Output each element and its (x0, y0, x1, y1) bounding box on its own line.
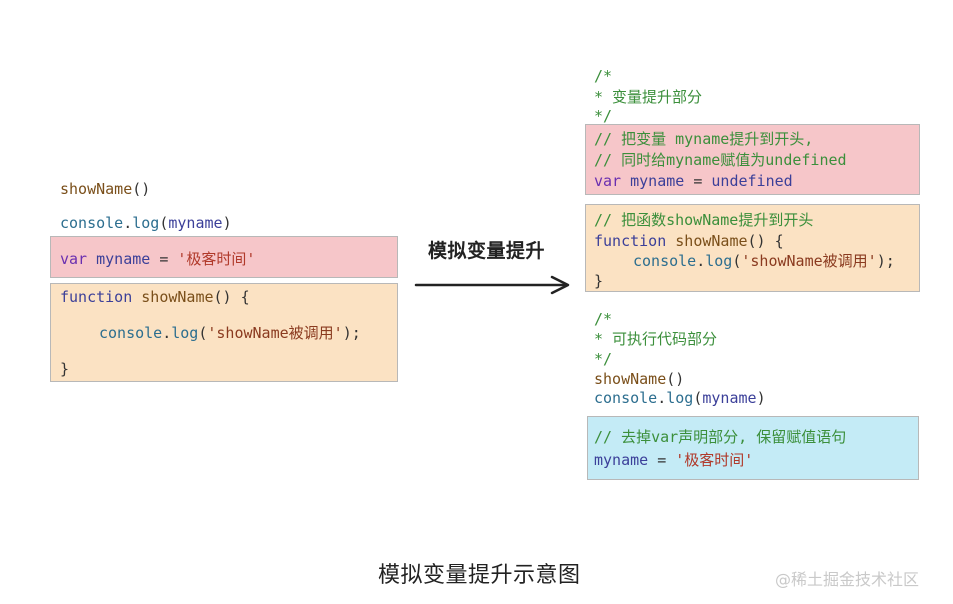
open-paren: ( (732, 252, 742, 270)
open-paren: ( (693, 389, 703, 407)
hoist-comment-text: * 变量提升部分 (594, 88, 703, 106)
parens: () (666, 370, 685, 388)
log-fn: log (666, 389, 694, 407)
function-sig: () { (747, 232, 784, 250)
right-arrow-icon (414, 275, 570, 295)
watermark: @稀土掘金技术社区 (775, 570, 920, 589)
function-hoist-comment: // 把函数showName提升到开头 (594, 211, 814, 229)
right-call-showname: showName() (594, 370, 684, 389)
left-function-box (50, 283, 398, 382)
dot: . (123, 214, 133, 232)
log-string: 'showName被调用' (741, 252, 877, 270)
log-string: 'showName被调用' (207, 324, 343, 342)
console-obj: console (594, 389, 658, 407)
right-function-body: console.log('showName被调用'); (633, 252, 895, 271)
left-function-header: function showName() { (60, 288, 250, 307)
exec-comment-close: */ (594, 350, 613, 368)
figure-caption: 模拟变量提升示意图 (378, 563, 581, 588)
var-keyword: var (594, 172, 622, 190)
function-name: showName (675, 232, 748, 250)
dot: . (696, 252, 706, 270)
open-paren: ( (198, 324, 208, 342)
equals: = (693, 172, 703, 190)
left-var-box (50, 236, 398, 278)
open-paren: ( (159, 214, 169, 232)
close-brace: } (60, 360, 70, 378)
var-name: myname (96, 250, 151, 268)
var-name: myname (630, 172, 685, 190)
exec-comment-text: * 可执行代码部分 (594, 330, 718, 348)
equals: = (159, 250, 169, 268)
left-function-body: console.log('showName被调用'); (99, 324, 361, 343)
close-brace: } (594, 272, 604, 290)
left-call-showname: showName() (60, 180, 150, 199)
left-console-log-myname: console.log(myname) (60, 214, 232, 233)
right-function-hoist-box (585, 204, 920, 292)
left-var-declaration: var myname = '极客时间' (60, 250, 255, 269)
var-string: '极客时间' (177, 250, 256, 268)
fn-name: showName (60, 180, 133, 198)
parens: () (132, 180, 151, 198)
right-var-hoist-box (585, 124, 920, 195)
dot: . (162, 324, 172, 342)
fn-name: showName (594, 370, 667, 388)
hoist-comment-close: */ (594, 107, 613, 125)
right-function-close: } (594, 272, 603, 291)
right-console-log-myname: console.log(myname) (594, 389, 766, 408)
left-function-close: } (60, 360, 69, 379)
undefined-value: undefined (711, 172, 793, 190)
function-keyword: function (594, 232, 667, 250)
var-name: myname (594, 451, 649, 469)
arg: myname (168, 214, 223, 232)
assignment-string: '极客时间' (675, 451, 754, 469)
var-hoist-comment-1: // 把变量 myname提升到开头, (594, 130, 814, 148)
arg: myname (702, 389, 757, 407)
log-fn: log (132, 214, 160, 232)
console-obj: console (99, 324, 163, 342)
arrow-label: 模拟变量提升 (428, 240, 546, 262)
function-keyword: function (60, 288, 133, 306)
close-paren: ); (876, 252, 895, 270)
hoist-comment-open: /* (594, 67, 613, 85)
assignment-statement: myname = '极客时间' (594, 451, 753, 470)
function-name: showName (141, 288, 214, 306)
log-fn: log (705, 252, 733, 270)
var-hoist-declaration: var myname = undefined (594, 172, 793, 191)
var-keyword: var (60, 250, 88, 268)
console-obj: console (60, 214, 124, 232)
assignment-comment: // 去掉var声明部分, 保留赋值语句 (594, 428, 847, 446)
dot: . (657, 389, 667, 407)
right-assignment-box (587, 416, 919, 480)
console-obj: console (633, 252, 697, 270)
close-paren: ) (756, 389, 766, 407)
exec-comment-open: /* (594, 310, 613, 328)
function-sig: () { (213, 288, 250, 306)
right-function-header: function showName() { (594, 232, 784, 251)
log-fn: log (171, 324, 199, 342)
close-paren: ) (222, 214, 232, 232)
equals: = (657, 451, 667, 469)
close-paren: ); (342, 324, 361, 342)
var-hoist-comment-2: // 同时给myname赋值为undefined (594, 151, 847, 169)
